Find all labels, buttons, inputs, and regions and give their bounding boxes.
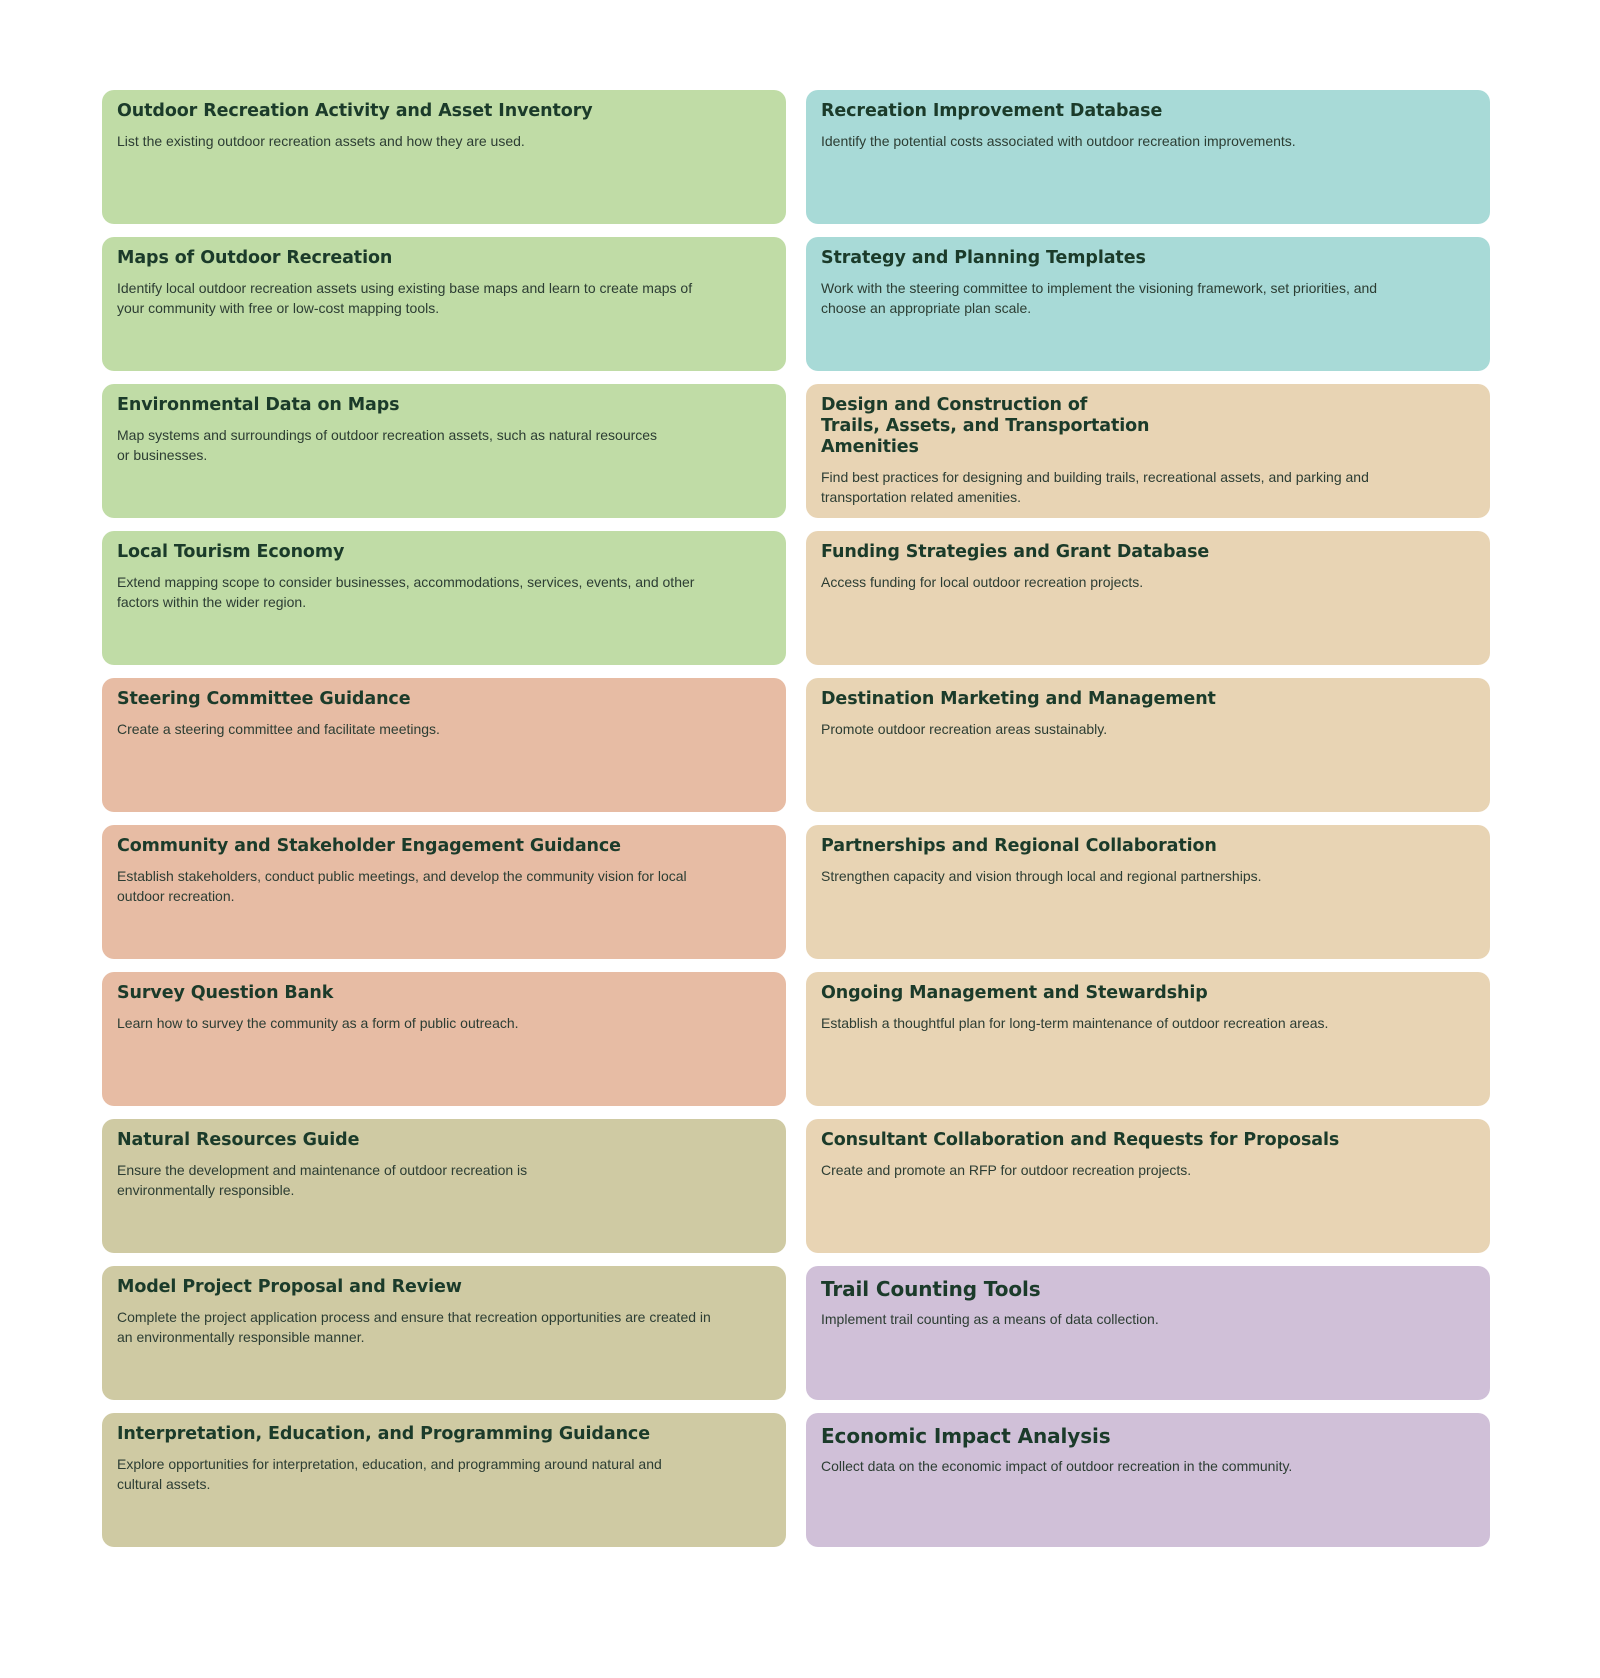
card-outdoor-recreation-inventory[interactable]: Outdoor Recreation Activity and Asset In…	[102, 90, 786, 224]
card-description: Promote outdoor recreation areas sustain…	[821, 721, 1108, 737]
card-description: Identify the potential costs associated …	[821, 133, 1296, 149]
card-funding-strategies-grant-database[interactable]: Funding Strategies and Grant Database Ac…	[806, 531, 1490, 665]
card-title: Destination Marketing and Management	[821, 689, 1216, 709]
card-community-stakeholder-engagement[interactable]: Community and Stakeholder Engagement Gui…	[102, 825, 786, 959]
card-survey-question-bank[interactable]: Survey Question Bank Learn how to survey…	[102, 972, 786, 1106]
card-title: Strategy and Planning Templates	[821, 248, 1146, 268]
card-description: Create a steering committee and facilita…	[117, 721, 440, 737]
card-partnerships-regional-collaboration[interactable]: Partnerships and Regional Collaboration …	[806, 825, 1490, 959]
card-description: Implement trail counting as a means of d…	[821, 1311, 1159, 1327]
card-interpretation-education-programming[interactable]: Interpretation, Education, and Programmi…	[102, 1413, 786, 1547]
card-recreation-improvement-database[interactable]: Recreation Improvement Database Identify…	[806, 90, 1490, 224]
card-title: Economic Impact Analysis	[821, 1424, 1111, 1448]
resource-card-grid: Outdoor Recreation Activity and Asset In…	[102, 90, 1490, 1547]
card-model-project-proposal-review[interactable]: Model Project Proposal and Review Comple…	[102, 1266, 786, 1400]
card-local-tourism-economy[interactable]: Local Tourism Economy Extend mapping sco…	[102, 531, 786, 665]
card-title: Recreation Improvement Database	[821, 101, 1163, 121]
card-title: Trail Counting Tools	[821, 1277, 1041, 1301]
card-description: Find best practices for designing and bu…	[821, 469, 1369, 505]
card-title: Design and Construction of Trails, Asset…	[821, 395, 1150, 457]
card-title: Partnerships and Regional Collaboration	[821, 836, 1217, 856]
card-economic-impact-analysis[interactable]: Economic Impact Analysis Collect data on…	[806, 1413, 1490, 1547]
card-title: Funding Strategies and Grant Database	[821, 542, 1210, 562]
card-description: Ensure the development and maintenance o…	[117, 1162, 528, 1198]
card-description: Extend mapping scope to consider busines…	[117, 574, 695, 610]
card-description: Work with the steering committee to impl…	[821, 280, 1378, 316]
card-description: List the existing outdoor recreation ass…	[117, 133, 525, 149]
card-ongoing-management-stewardship[interactable]: Ongoing Management and Stewardship Estab…	[806, 972, 1490, 1106]
card-title: Local Tourism Economy	[117, 542, 345, 562]
card-strategy-planning-templates[interactable]: Strategy and Planning Templates Work wit…	[806, 237, 1490, 371]
card-title: Interpretation, Education, and Programmi…	[117, 1424, 650, 1444]
card-description: Learn how to survey the community as a f…	[117, 1015, 519, 1031]
card-description: Collect data on the economic impact of o…	[821, 1458, 1293, 1474]
card-design-construction-trails[interactable]: Design and Construction of Trails, Asset…	[806, 384, 1490, 518]
card-consultant-collaboration-rfp[interactable]: Consultant Collaboration and Requests fo…	[806, 1119, 1490, 1253]
card-title: Survey Question Bank	[117, 983, 334, 1003]
card-title: Ongoing Management and Stewardship	[821, 983, 1208, 1003]
card-steering-committee-guidance[interactable]: Steering Committee Guidance Create a ste…	[102, 678, 786, 812]
card-description: Create and promote an RFP for outdoor re…	[821, 1162, 1192, 1178]
card-description: Complete the project application process…	[117, 1309, 711, 1345]
card-title: Community and Stakeholder Engagement Gui…	[117, 836, 621, 856]
card-environmental-data-on-maps[interactable]: Environmental Data on Maps Map systems a…	[102, 384, 786, 518]
card-description: Strengthen capacity and vision through l…	[821, 868, 1262, 884]
card-maps-of-outdoor-recreation[interactable]: Maps of Outdoor Recreation Identify loca…	[102, 237, 786, 371]
card-title: Natural Resources Guide	[117, 1130, 360, 1150]
card-description: Map systems and surroundings of outdoor …	[117, 427, 658, 463]
card-natural-resources-guide[interactable]: Natural Resources Guide Ensure the devel…	[102, 1119, 786, 1253]
card-title: Outdoor Recreation Activity and Asset In…	[117, 101, 593, 121]
card-title: Environmental Data on Maps	[117, 395, 400, 415]
card-title: Model Project Proposal and Review	[117, 1277, 462, 1297]
card-trail-counting-tools[interactable]: Trail Counting Tools Implement trail cou…	[806, 1266, 1490, 1400]
card-description: Establish a thoughtful plan for long-ter…	[821, 1015, 1329, 1031]
card-title: Steering Committee Guidance	[117, 689, 411, 709]
card-title: Consultant Collaboration and Requests fo…	[821, 1130, 1340, 1150]
card-description: Explore opportunities for interpretation…	[117, 1456, 662, 1492]
card-destination-marketing-management[interactable]: Destination Marketing and Management Pro…	[806, 678, 1490, 812]
card-description: Establish stakeholders, conduct public m…	[117, 868, 687, 904]
card-description: Access funding for local outdoor recreat…	[821, 574, 1144, 590]
card-title: Maps of Outdoor Recreation	[117, 248, 393, 268]
card-description: Identify local outdoor recreation assets…	[117, 280, 693, 316]
